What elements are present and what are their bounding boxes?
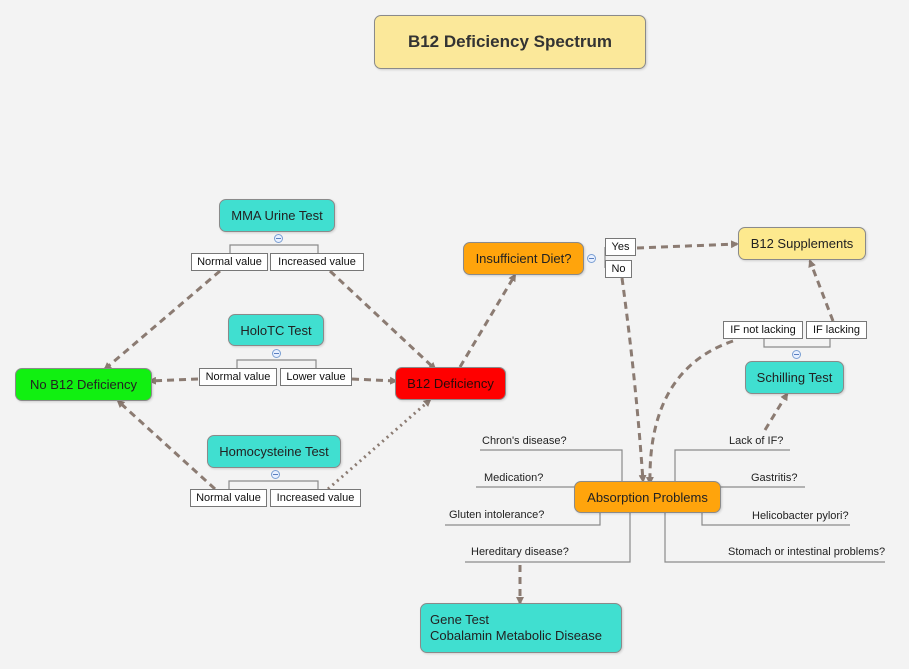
cause-gastritis[interactable]: Gastritis? [751, 472, 798, 484]
yes-tag[interactable]: Yes [605, 238, 636, 256]
cause-hereditary[interactable]: Hereditary disease? [471, 546, 569, 558]
branch-gluten [445, 513, 601, 526]
cause-chron[interactable]: Chron's disease? [482, 435, 567, 447]
holotc-normal-tag[interactable]: Normal value [199, 368, 277, 386]
absorption-problems-node[interactable]: Absorption Problems [574, 481, 721, 513]
link-mma-increased [328, 269, 437, 371]
link-ifnot-absorption [645, 339, 734, 485]
if-not-lacking-tag[interactable]: IF not lacking [723, 321, 803, 339]
insufficient-diet-node[interactable]: Insufficient Diet? [463, 242, 584, 275]
link-iflacking-supplements [808, 259, 835, 322]
homocysteine-increased-tag[interactable]: Increased value [270, 489, 361, 507]
homocysteine-test-node[interactable]: Homocysteine Test [207, 435, 341, 468]
if-lacking-tag[interactable]: IF lacking [806, 321, 867, 339]
cause-helicobacter[interactable]: Helicobacter pylori? [752, 510, 849, 522]
link-homo-normal [116, 399, 217, 491]
diet-collapse-toggle[interactable] [587, 254, 596, 263]
schilling-collapse-toggle[interactable] [792, 350, 801, 359]
holotc-collapse-toggle[interactable] [272, 349, 281, 358]
gene-test-node[interactable]: Gene Test Cobalamin Metabolic Disease [420, 603, 622, 653]
b12-supplements-node[interactable]: B12 Supplements [738, 227, 866, 260]
page-title: B12 Deficiency Spectrum [374, 15, 646, 69]
link-yes-supplements [636, 240, 739, 250]
link-homo-increased [327, 398, 432, 491]
holotc-lower-tag[interactable]: Lower value [280, 368, 352, 386]
cause-stomach[interactable]: Stomach or intestinal problems? [728, 546, 886, 558]
no-tag[interactable]: No [605, 260, 632, 278]
b12-deficiency-node[interactable]: B12 Deficiency [395, 367, 506, 400]
link-deficiency-diet [458, 273, 517, 368]
holotc-bracket [236, 359, 317, 368]
link-holotc-lower [351, 376, 398, 385]
mma-normal-tag[interactable]: Normal value [191, 253, 268, 271]
cause-medication[interactable]: Medication? [484, 472, 544, 484]
link-holotc-normal [148, 376, 199, 385]
mma-increased-tag[interactable]: Increased value [270, 253, 364, 271]
link-mma-normal [103, 269, 221, 371]
branch-chron [480, 449, 623, 483]
link-no-absorption [620, 277, 647, 483]
branch-hereditary [465, 513, 631, 563]
cause-lack-if[interactable]: Lack of IF? [729, 435, 784, 447]
homocysteine-normal-tag[interactable]: Normal value [190, 489, 267, 507]
homo-bracket [228, 480, 319, 489]
branch-helicobacter [701, 513, 850, 526]
mma-collapse-toggle[interactable] [274, 234, 283, 243]
homocysteine-collapse-toggle[interactable] [271, 470, 280, 479]
branch-lackif [674, 449, 790, 483]
gene-test-line2: Cobalamin Metabolic Disease [430, 628, 602, 643]
gene-test-line1: Gene Test [430, 612, 490, 627]
schilling-bracket [763, 339, 831, 348]
mma-bracket [229, 244, 319, 253]
mma-urine-test-node[interactable]: MMA Urine Test [219, 199, 335, 232]
no-b12-deficiency-node[interactable]: No B12 Deficiency [15, 368, 152, 401]
link-lackif-schilling [763, 392, 789, 431]
branch-stomach [664, 513, 885, 563]
cause-gluten[interactable]: Gluten intolerance? [449, 509, 545, 521]
holotc-test-node[interactable]: HoloTC Test [228, 314, 324, 346]
schilling-test-node[interactable]: Schilling Test [745, 361, 844, 394]
